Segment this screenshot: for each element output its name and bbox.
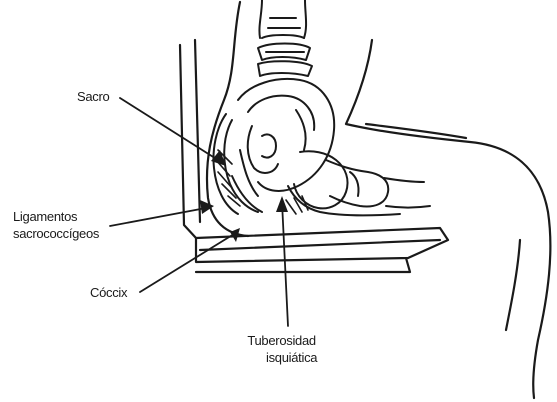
- label-tuberosidad-isquiatica: Tuberosidad isquiática: [246, 332, 317, 366]
- label-coccix: Cóccix: [90, 284, 127, 301]
- label-ligamentos-line1: Ligamentos: [13, 208, 99, 225]
- label-ligamentos-line2: sacrococcígeos: [13, 225, 99, 242]
- thigh: [288, 151, 430, 215]
- chair-back: [180, 40, 200, 238]
- arrowhead-tuberosidad: [276, 196, 288, 212]
- label-sacro: Sacro: [77, 88, 109, 105]
- spine: [258, 0, 312, 76]
- label-tuberosidad-line1: Tuberosidad: [246, 332, 317, 349]
- label-tuberosidad-line2: isquiática: [246, 349, 317, 366]
- label-ligamentos-sacrococcigeos: Ligamentos sacrococcígeos: [13, 208, 99, 242]
